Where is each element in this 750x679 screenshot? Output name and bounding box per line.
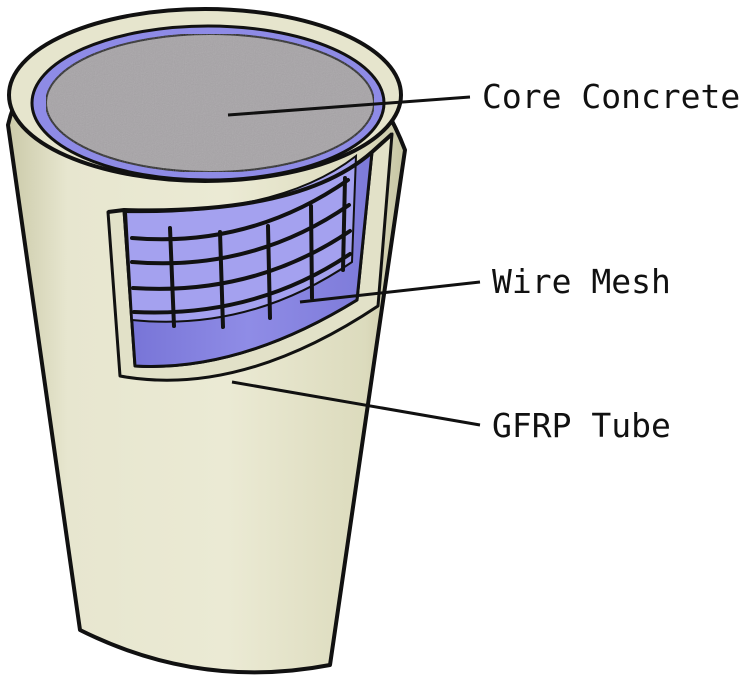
wire-mesh: [130, 176, 352, 329]
mesh-bar-4: [309, 204, 314, 300]
mesh-bar-1: [168, 226, 176, 328]
mesh-ring-4: [132, 252, 352, 315]
core-concrete-top: [45, 33, 375, 173]
core-leader-line: [227, 95, 471, 117]
mesh-bar-3: [266, 224, 272, 320]
cutout-edge: [107, 132, 394, 214]
mesh-ring-1: [130, 178, 350, 242]
mesh-leader-line: [299, 280, 481, 304]
tube-leader-line: [231, 380, 481, 427]
mesh-ring-3: [131, 229, 352, 291]
mesh-bar-5: [341, 176, 347, 272]
mesh-bar-2: [218, 230, 225, 329]
core-concrete-label: Core Concrete: [482, 77, 740, 116]
mesh-ring-2: [130, 203, 351, 266]
wire-mesh-label: Wire Mesh: [492, 262, 671, 301]
gfrp-tube-label: GFRP Tube: [492, 406, 671, 445]
